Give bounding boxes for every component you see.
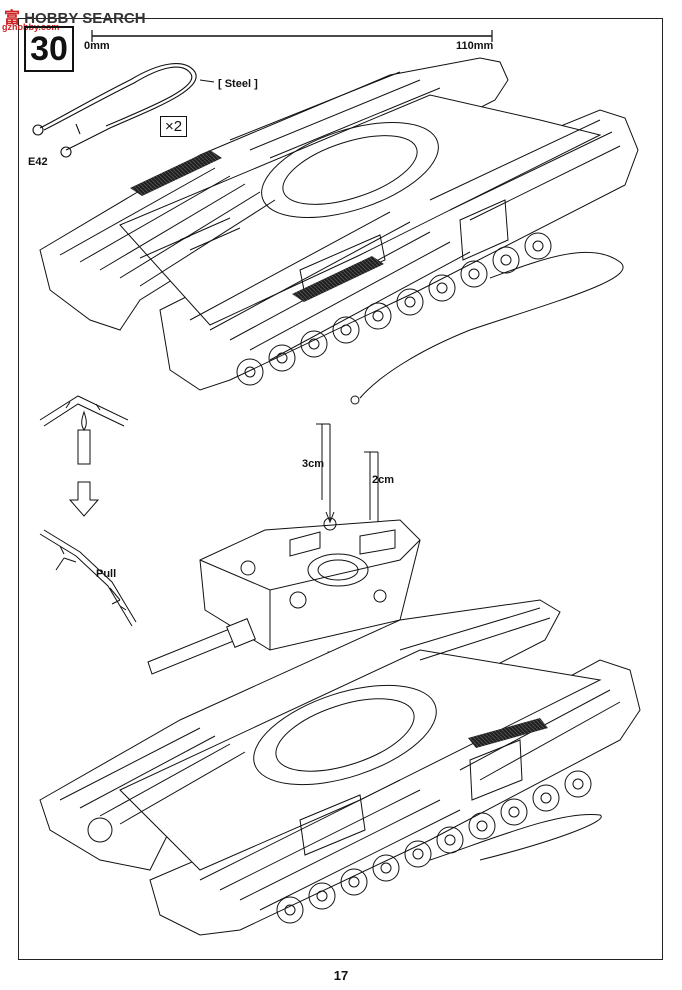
page-frame [18, 18, 663, 960]
watermark-text: HOBBY SEARCH [24, 10, 146, 27]
bending-guide [39, 395, 137, 627]
watermark-logo: 富 [4, 10, 21, 27]
steel-cable [32, 63, 215, 158]
turret [147, 517, 421, 675]
part-code-label: E42 [28, 156, 48, 168]
mudguard-strip-left [130, 150, 222, 196]
watermark: 富 HOBBY SEARCH [4, 4, 146, 28]
ruler-end-label: 110mm [456, 40, 494, 52]
hull-bottom-view [39, 599, 641, 936]
ruler [91, 30, 493, 42]
step-number: 30 [24, 26, 74, 72]
dim-3cm-label: 3cm [302, 458, 325, 470]
mudguard-strip-right [292, 256, 384, 302]
steel-label: [ Steel ] [218, 78, 258, 90]
hull-top-view [39, 57, 639, 391]
page-number: 17 [333, 968, 349, 983]
pull-label: Pull [96, 568, 117, 580]
ruler-start-label: 0mm [84, 40, 110, 52]
quantity-badge: ×2 [160, 116, 188, 137]
cable-route-top [359, 251, 624, 399]
dimension-markers [316, 423, 383, 542]
cable-eye [350, 395, 360, 405]
mudguard-strip-bottom [468, 718, 548, 748]
